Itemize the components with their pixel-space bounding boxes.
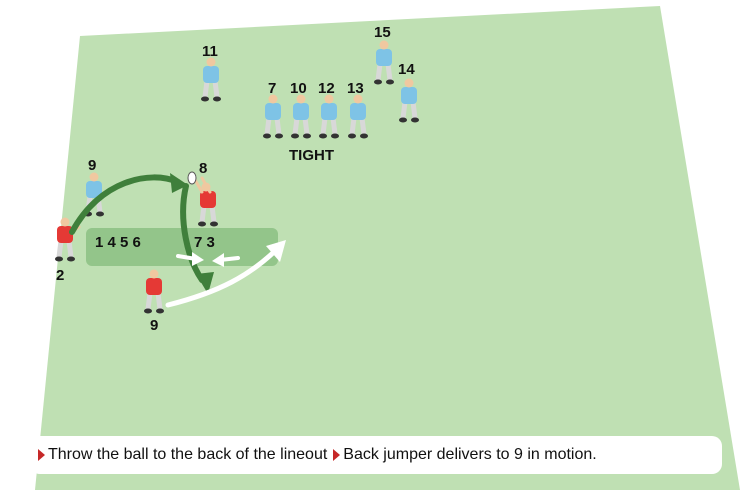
- lineout-numbers-front: 1 4 5 6: [95, 234, 141, 251]
- defender-15-number: 15: [374, 24, 391, 41]
- defender-13-number: 13: [347, 80, 364, 97]
- defender-12-number: 12: [318, 80, 335, 97]
- instruction-caption: Throw the ball to the back of the lineou…: [30, 436, 722, 474]
- attacker-8-number: 8: [199, 160, 207, 177]
- defender-14: [399, 78, 419, 123]
- caption-step-1: Throw the ball to the back of the lineou…: [38, 446, 327, 464]
- red-triangle-icon: [38, 449, 45, 461]
- defender-10: [291, 94, 311, 139]
- ball-icon: [187, 171, 197, 185]
- attacker-9: [144, 269, 164, 314]
- pitch-area: [35, 6, 740, 490]
- defender-13: [348, 94, 368, 139]
- throw-arrow-head-icon: [170, 173, 188, 193]
- defender-7-number: 7: [268, 80, 276, 97]
- run-line-9: [165, 247, 279, 308]
- defender-9: [84, 172, 104, 217]
- lineout-zone: [86, 228, 278, 266]
- throw-arrow: [69, 174, 181, 235]
- tight-label: TIGHT: [289, 147, 334, 164]
- defender-11-number: 11: [202, 43, 218, 60]
- defender-14-number: 14: [398, 61, 415, 78]
- defender-11: [201, 57, 221, 102]
- run-line-9-head-icon: [266, 240, 286, 262]
- caption-step-2: Back jumper delivers to 9 in motion.: [333, 446, 597, 464]
- caption-step-2-text: Back jumper delivers to 9 in motion.: [343, 446, 597, 463]
- defender-9-number: 9: [88, 157, 96, 174]
- delivery-arrow-head-icon: [196, 272, 214, 294]
- defender-15: [374, 40, 394, 85]
- defender-10-number: 10: [290, 80, 307, 97]
- attacker-2: [55, 217, 81, 262]
- attacker-9-number: 9: [150, 317, 158, 334]
- delivery-arrow: [180, 183, 205, 283]
- attacker-2-number: 2: [56, 267, 64, 284]
- lineout-numbers-back: 7 3: [194, 234, 215, 251]
- defender-7: [263, 94, 283, 139]
- caption-step-1-text: Throw the ball to the back of the lineou…: [48, 446, 328, 463]
- gap-arrow-right-head-icon: [212, 253, 224, 267]
- red-triangle-icon: [333, 449, 341, 461]
- gap-arrow-left-head-icon: [192, 252, 204, 266]
- defender-12: [319, 94, 339, 139]
